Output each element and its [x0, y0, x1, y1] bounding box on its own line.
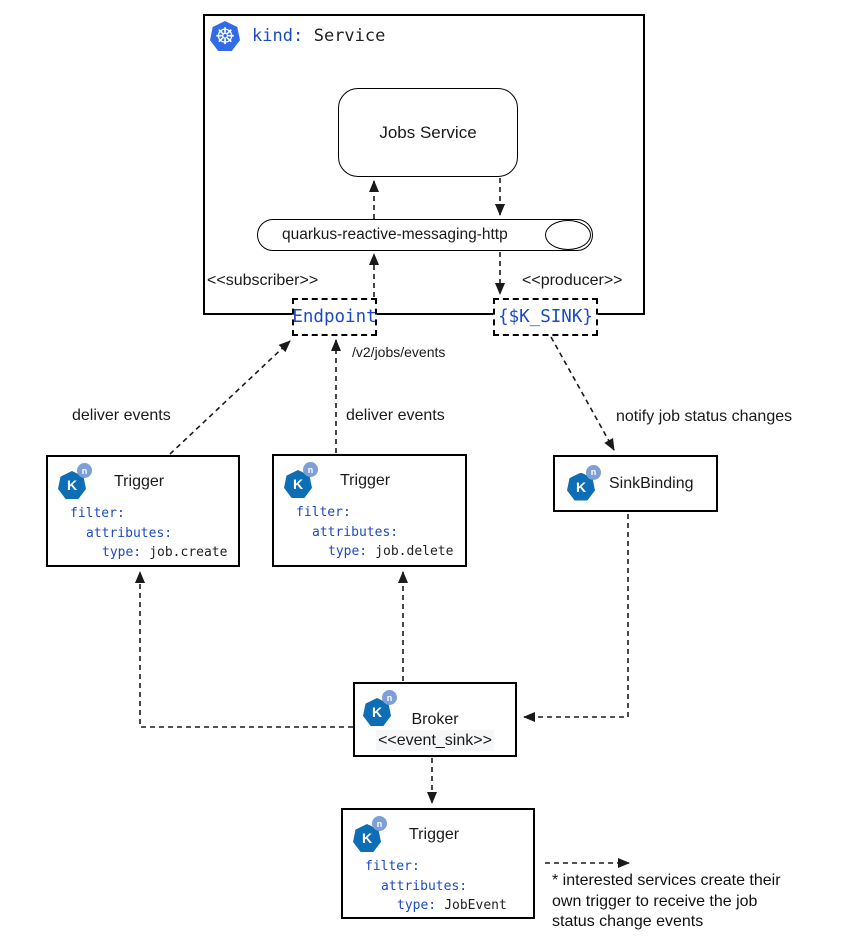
edge-trigger-create-to-endpoint — [169, 340, 291, 455]
channel-endcap-ellipse — [545, 220, 591, 250]
yaml-filter-key: filter: — [296, 505, 351, 520]
yaml-type-line: type:JobEvent — [397, 898, 507, 913]
subscriber-stereotype: <<subscriber>> — [207, 272, 319, 290]
channel-node: quarkus-reactive-messaging-http — [257, 219, 593, 251]
footnote-line-3: status change events — [552, 913, 704, 930]
knative-n-badge: n — [382, 690, 397, 705]
trigger-filter-yaml: filter: attributes: type:JobEvent — [343, 857, 507, 916]
trigger-job-create-box: K n Trigger filter: attributes: type:job… — [46, 455, 240, 567]
trigger-header: K n Trigger — [284, 462, 391, 498]
trigger-header: K n Trigger — [58, 463, 165, 499]
deliver-events-label-left: deliver events — [72, 407, 171, 425]
producer-stereotype: <<producer>> — [522, 272, 623, 290]
notify-job-status-label: notify job status changes — [616, 408, 793, 426]
knative-icon: K n — [363, 690, 397, 726]
channel-label: quarkus-reactive-messaging-http — [282, 226, 508, 243]
deliver-events-label-mid: deliver events — [346, 407, 445, 425]
k-sink-port: {$K_SINK} — [493, 298, 598, 336]
yaml-type-line: type:job.delete — [328, 544, 454, 559]
knative-icon: K n — [58, 463, 92, 499]
trigger-title: Trigger — [340, 472, 391, 489]
knative-icon: K n — [567, 464, 601, 501]
jobs-service-node: Jobs Service — [338, 88, 518, 177]
jobs-service-label: Jobs Service — [379, 122, 477, 142]
trigger-filter-yaml: filter: attributes: type:job.create — [48, 504, 227, 563]
event-sink-stereotype: <<event_sink>> — [376, 730, 494, 751]
kubernetes-icon: ☸ — [210, 21, 240, 51]
yaml-attributes-key: attributes: — [86, 525, 173, 541]
knative-n-badge: n — [77, 463, 92, 478]
yaml-attributes-key: attributes: — [312, 524, 399, 540]
knative-n-badge: n — [303, 462, 318, 477]
broker-body: Broker <<event_sink>> — [355, 684, 515, 751]
trigger-job-delete-box: K n Trigger filter: attributes: type:job… — [272, 454, 467, 567]
knative-icon: K n — [353, 816, 387, 852]
knative-n-badge: n — [586, 464, 601, 480]
knative-n-badge: n — [372, 816, 387, 831]
yaml-attributes-key: attributes: — [381, 878, 468, 894]
service-group-header: ☸ kind:Service — [210, 21, 385, 51]
trigger-header: K n Trigger — [353, 816, 460, 852]
trigger-job-event-box: K n Trigger filter: attributes: type:Job… — [341, 808, 535, 919]
knative-icon: K n — [284, 462, 318, 498]
sink-binding-title: SinkBinding — [609, 474, 694, 492]
trigger-filter-yaml: filter: attributes: type:job.delete — [274, 503, 453, 562]
events-path-label: /v2/jobs/events — [352, 344, 446, 360]
yaml-type-line: type:job.create — [102, 545, 228, 560]
kind-service-label: kind:Service — [252, 26, 386, 46]
endpoint-port: Endpoint — [292, 298, 377, 336]
footnote-annotation: * interested services create their own t… — [552, 871, 781, 933]
edge-sink-binding-to-broker — [523, 514, 629, 722]
trigger-title: Trigger — [409, 826, 460, 843]
footnote-line-2: own trigger to receive the job — [552, 892, 758, 910]
yaml-filter-key: filter: — [365, 859, 420, 874]
broker-title: Broker — [411, 711, 459, 728]
edge-k-sink-to-sink-binding — [550, 336, 615, 451]
edge-broker-to-trigger-create — [135, 571, 353, 728]
trigger-title: Trigger — [114, 473, 165, 490]
broker-box: K n Broker <<event_sink>> — [353, 682, 517, 757]
footnote-line-1: * interested services create their — [552, 872, 781, 889]
yaml-filter-key: filter: — [70, 506, 125, 521]
sink-binding-box: K n SinkBinding — [553, 455, 718, 512]
